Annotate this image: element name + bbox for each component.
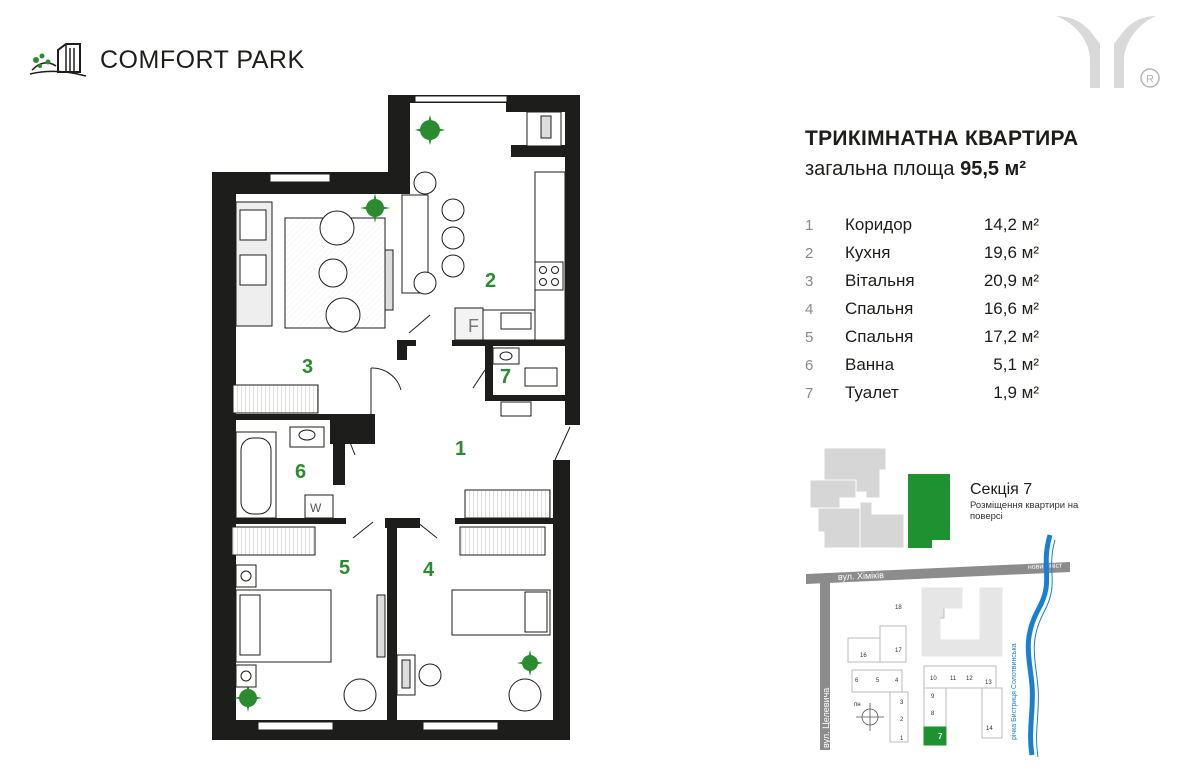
building-number: 8 — [931, 711, 935, 717]
svg-text:R: R — [1146, 74, 1154, 86]
north-label: пн — [854, 702, 861, 708]
apartment-area-value: 95,5 м² — [960, 158, 1027, 180]
building-number: 9 — [931, 694, 935, 700]
floor-plan: F — [212, 95, 580, 740]
site-map: вул. Хіміків новий міст вул. Целевича рі… — [806, 447, 1070, 758]
building-number: 4 — [895, 678, 899, 684]
building-number: 16 — [860, 653, 867, 659]
living-furniture — [232, 201, 394, 414]
river-label: річка Бистриця Солотвинська — [1010, 643, 1018, 740]
kitchen-furniture — [401, 111, 566, 341]
room-number-2: 2 — [485, 270, 496, 292]
windows — [257, 95, 508, 731]
brand-name: COMFORT PARK — [100, 45, 305, 74]
section-footprint — [809, 447, 950, 549]
building-number-highlighted: 7 — [938, 732, 943, 741]
building-number: 10 — [930, 676, 937, 682]
building-number: 2 — [900, 717, 904, 723]
building-number: 13 — [985, 680, 992, 686]
apartment-title: ТРИКІМНАТНА КВАРТИРА — [805, 127, 1079, 150]
room-number-3: 3 — [302, 356, 313, 378]
apartment-info: ТРИКІМНАТНА КВАРТИРА загальна площа 95,5… — [805, 127, 1145, 407]
building-number: 12 — [966, 676, 973, 682]
roads — [806, 562, 1070, 750]
building-number: 18 — [895, 605, 902, 611]
site-buildings — [847, 587, 1003, 746]
room-number-5: 5 — [339, 557, 350, 579]
building-number: 5 — [876, 678, 880, 684]
toilet-furniture — [492, 347, 558, 417]
street-left-label: вул. Целевича — [821, 688, 831, 748]
washer-label: W — [310, 501, 322, 515]
comfort-park-icon — [29, 43, 87, 77]
bedroom4-furniture — [396, 589, 551, 712]
building-number: 3 — [900, 700, 904, 706]
bathroom-furniture — [235, 426, 334, 519]
apartment-area: загальна площа 95,5 м² — [805, 158, 1027, 180]
brand-mark-icon: R — [1056, 16, 1160, 88]
building-number: 14 — [986, 726, 993, 732]
brand-logo: COMFORT PARK — [28, 40, 305, 80]
section-caption: Розміщення квартири на поверсі — [970, 500, 1079, 522]
fridge-label: F — [468, 316, 479, 336]
room-number-4: 4 — [423, 559, 435, 581]
corridor-furniture — [231, 489, 551, 556]
compass-icon — [856, 703, 884, 731]
room-number-7: 7 — [500, 366, 511, 388]
room-number-1: 1 — [455, 438, 466, 460]
walls — [212, 95, 580, 740]
building-number: 1 — [900, 736, 904, 742]
street-top-label: вул. Хіміків — [838, 570, 885, 582]
bedroom5-furniture — [235, 564, 386, 712]
building-number: 6 — [855, 678, 859, 684]
building-number: 11 — [950, 676, 957, 682]
doors — [344, 314, 571, 539]
section-label: Секція 7 — [970, 481, 1033, 498]
building-number: 17 — [895, 648, 902, 654]
plant-icon — [234, 115, 543, 712]
room-number-6: 6 — [295, 461, 306, 483]
